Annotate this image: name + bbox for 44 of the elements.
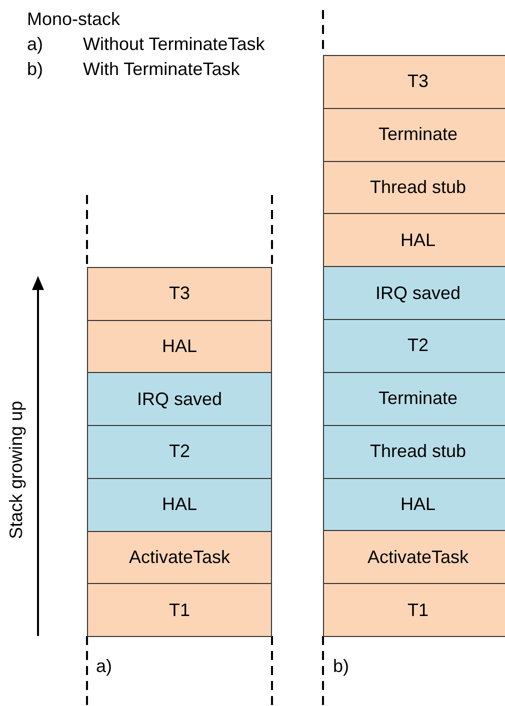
axis-label: Stack growing up: [5, 400, 27, 540]
stack-frame: [323, 55, 505, 109]
frame-label: HAL: [400, 230, 436, 251]
panel-label: b): [333, 655, 350, 677]
stack-frame: [87, 320, 272, 374]
frame-label: T1: [407, 600, 428, 621]
frame-label: ActivateTask: [367, 546, 469, 568]
frame-label: T2: [407, 335, 428, 356]
frame-label: ActivateTask: [128, 546, 230, 568]
stack-frame: [323, 424, 505, 479]
frame-label: Thread stub: [370, 177, 466, 198]
list-marker: a): [27, 33, 44, 55]
stack-frame: [87, 583, 272, 637]
legend-text: Without TerminateTask: [83, 33, 265, 55]
frame-label: T2: [168, 441, 190, 462]
stack-frame: [323, 478, 505, 532]
stack-frame: [323, 213, 505, 268]
stack-frame: [323, 319, 505, 373]
frame-label: Terminate: [378, 124, 458, 146]
frame-label: HAL: [162, 336, 197, 358]
panel-label: a): [96, 655, 112, 677]
frame-label: IRQ saved: [136, 388, 222, 410]
title: Mono-stack: [27, 8, 120, 30]
frame-label: HAL: [400, 494, 436, 515]
frame-label: IRQ saved: [375, 282, 461, 304]
stack-frame: [323, 530, 505, 584]
stack-frame: [323, 160, 505, 214]
stack-frame: [87, 530, 272, 584]
stack-frame: [323, 266, 505, 320]
frame-label: Terminate: [378, 388, 458, 410]
stack-frame: [87, 478, 272, 532]
frame-label: T3: [407, 71, 428, 92]
stack-frame: [87, 267, 272, 321]
stack-frame: [323, 372, 505, 426]
stack-frame: [323, 583, 505, 637]
legend-text: With TerminateTask: [83, 58, 240, 80]
frame-label: T3: [168, 283, 190, 304]
stack-frame: [87, 372, 272, 426]
list-marker: b): [27, 58, 44, 80]
frame-label: T1: [168, 600, 190, 621]
stack-frame: [323, 108, 505, 162]
stack-frame: [87, 425, 272, 479]
frame-label: Thread stub: [370, 441, 466, 462]
frame-label: HAL: [162, 494, 197, 516]
